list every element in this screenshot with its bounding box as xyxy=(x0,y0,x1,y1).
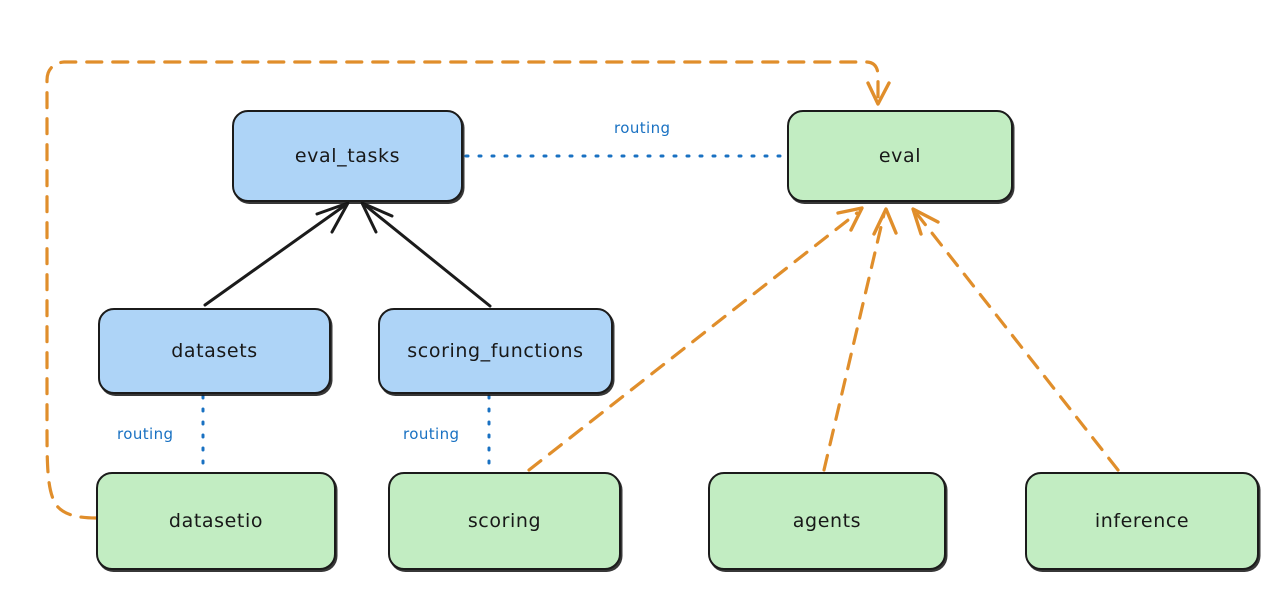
edge-label-routing-scoring: routing xyxy=(400,425,463,443)
node-scoring-functions[interactable]: scoring_functions xyxy=(378,308,613,394)
node-agents[interactable]: agents xyxy=(708,472,946,570)
node-label: agents xyxy=(792,510,862,532)
node-label: scoring_functions xyxy=(407,340,584,362)
node-label: eval_tasks xyxy=(294,145,401,167)
node-label: eval xyxy=(878,145,922,167)
node-label: scoring xyxy=(467,510,542,532)
edge-datasetio-to-eval xyxy=(45,60,891,520)
edge-agents-to-eval xyxy=(822,207,898,472)
node-label: inference xyxy=(1094,510,1190,532)
edge-label-routing-eval: routing xyxy=(611,119,674,137)
node-datasetio[interactable]: datasetio xyxy=(96,472,336,570)
node-eval-tasks[interactable]: eval_tasks xyxy=(232,110,463,202)
node-datasets[interactable]: datasets xyxy=(98,308,331,394)
edge-datasets-to-eval-tasks xyxy=(203,201,350,307)
node-scoring[interactable]: scoring xyxy=(388,472,621,570)
node-label: datasetio xyxy=(168,510,264,532)
node-eval[interactable]: eval xyxy=(787,110,1013,202)
edge-scoring-functions-to-eval-tasks xyxy=(360,201,492,308)
edge-inference-to-eval xyxy=(911,207,1120,472)
node-label: datasets xyxy=(171,340,258,362)
edge-label-routing-datasetio: routing xyxy=(114,425,177,443)
node-inference[interactable]: inference xyxy=(1025,472,1259,570)
